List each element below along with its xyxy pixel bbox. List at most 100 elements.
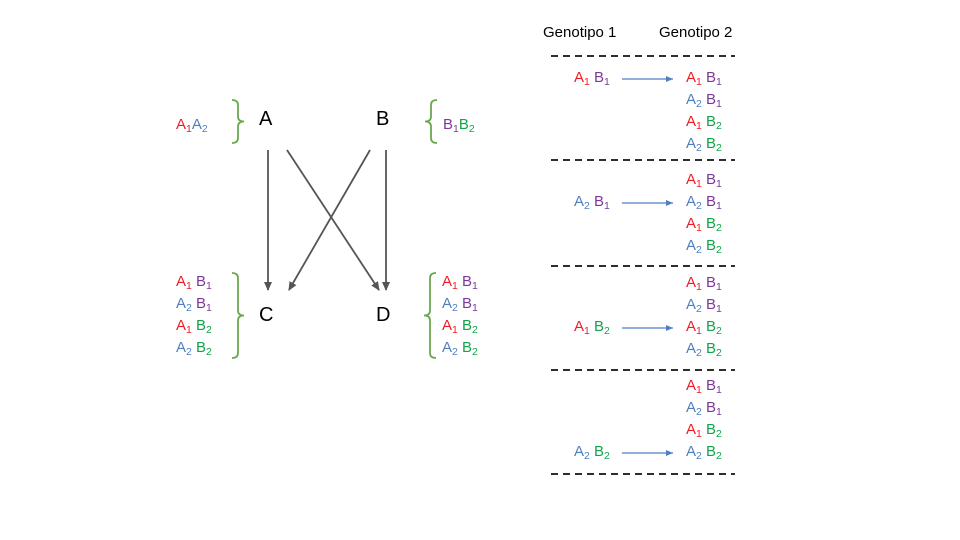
allele-index: 2 [206, 323, 212, 336]
allele-index: 2 [452, 301, 458, 314]
allele-a1: A1 [686, 274, 702, 293]
allele-a1: A1 [176, 273, 192, 292]
allele-a1: A1 [686, 113, 702, 131]
genotype-2-header: Genotipo 2 [659, 24, 733, 41]
allele-symbol: A [686, 377, 697, 394]
allele-index: 2 [452, 345, 458, 358]
gamete-d-row: A1 B2 [442, 317, 478, 336]
allele-index: 1 [716, 75, 722, 88]
allele-index: 1 [716, 199, 722, 212]
genotype-2-row: A2 B2 [686, 443, 722, 461]
genotype-2-row: A1 B2 [686, 318, 722, 337]
allele-a1: A1 [442, 273, 458, 291]
allele-b2: B2 [196, 317, 212, 336]
allele-symbol: B [706, 215, 717, 232]
allele-index: 2 [696, 141, 702, 154]
allele-index: 1 [472, 301, 478, 314]
allele-symbol: A [686, 443, 697, 460]
allele-index: 2 [716, 119, 722, 132]
allele-a1: A1 [176, 317, 192, 336]
allele-symbol: A [686, 274, 697, 291]
allele-symbol: A [686, 421, 697, 438]
allele-index: 1 [716, 280, 722, 293]
allele-b2: B2 [706, 237, 722, 255]
allele-a2: A2 [686, 296, 702, 314]
allele-a1: A1 [686, 171, 702, 189]
allele-a2: A2 [686, 237, 702, 255]
genotype-2-row: A2 B1 [686, 400, 722, 417]
allele-index: 1 [186, 279, 192, 292]
allele-symbol: A [442, 273, 453, 290]
genotype-2-row: A1 B1 [686, 69, 722, 88]
allele-symbol: B [706, 274, 717, 291]
allele-b2: B2 [462, 317, 478, 336]
allele-index: 1 [186, 122, 192, 135]
allele-symbol: A [574, 193, 585, 210]
allele-symbol: A [574, 443, 585, 460]
allele-b2: B2 [706, 318, 722, 336]
allele-symbol: B [706, 318, 717, 335]
allele-b2: B2 [458, 116, 475, 134]
parent-a-genotype: A1A2 [176, 116, 208, 135]
allele-a2: A2 [574, 443, 590, 461]
node-c: C [259, 304, 274, 326]
allele-index: 1 [696, 324, 702, 337]
allele-b1: B1 [706, 91, 722, 109]
brace-b [424, 99, 438, 144]
allele-symbol: B [706, 296, 717, 313]
allele-symbol: B [458, 116, 469, 133]
allele-symbol: A [176, 273, 187, 290]
allele-index: 2 [472, 323, 478, 336]
allele-b2: B2 [462, 339, 478, 357]
genotype-2-row: A1 B1 [686, 171, 722, 189]
allele-a1: A1 [686, 215, 702, 233]
allele-symbol: B [706, 443, 717, 460]
allele-b1: B1 [462, 295, 478, 314]
genotype-1-header: Genotipo 1 [543, 24, 617, 41]
allele-index: 1 [604, 75, 610, 88]
allele-symbol: B [196, 339, 207, 356]
allele-a2: A2 [574, 193, 590, 211]
allele-symbol: B [196, 273, 207, 290]
allele-index: 1 [696, 280, 702, 293]
arrow-a-to-d [286, 149, 380, 291]
allele-index: 2 [186, 345, 192, 358]
allele-a1: A1 [686, 69, 702, 87]
allele-b1: B1 [706, 296, 722, 314]
allele-symbol: B [706, 377, 717, 394]
genotype-1-source: A1 B2 [574, 318, 610, 336]
allele-index: 2 [716, 427, 722, 440]
allele-symbol: A [574, 318, 585, 335]
allele-a1: A1 [442, 317, 458, 335]
allele-index: 2 [201, 122, 208, 135]
allele-symbol: A [686, 296, 697, 313]
allele-index: 1 [716, 383, 722, 396]
genotype-2-row: A2 B1 [686, 193, 722, 212]
allele-symbol: B [706, 69, 717, 86]
allele-symbol: A [176, 339, 187, 356]
allele-b1: B1 [462, 273, 478, 291]
allele-b1: B1 [443, 116, 459, 134]
gamete-d-row: A1 B1 [442, 273, 478, 291]
arrow-b-to-c [288, 149, 371, 291]
allele-index: 1 [186, 323, 192, 336]
allele-symbol: A [176, 116, 187, 133]
node-a: A [259, 108, 273, 130]
allele-a1: A1 [574, 318, 590, 336]
genotype-2-row: A1 B2 [686, 113, 722, 132]
allele-symbol: B [706, 340, 717, 357]
allele-symbol: B [706, 113, 717, 130]
gamete-c-row: A2 B2 [176, 339, 212, 358]
allele-index: 2 [696, 199, 702, 212]
node-b: B [376, 108, 390, 130]
allele-index: 2 [604, 449, 610, 462]
allele-symbol: A [686, 318, 697, 335]
allele-symbol: A [191, 116, 202, 133]
allele-index: 1 [206, 301, 212, 314]
genotype-2-row: A2 B2 [686, 136, 722, 154]
genotype-2-row: A2 B1 [686, 296, 722, 314]
allele-symbol: B [706, 421, 717, 438]
genotype-2-row: A1 B2 [686, 421, 722, 440]
allele-b1: B1 [706, 193, 722, 212]
